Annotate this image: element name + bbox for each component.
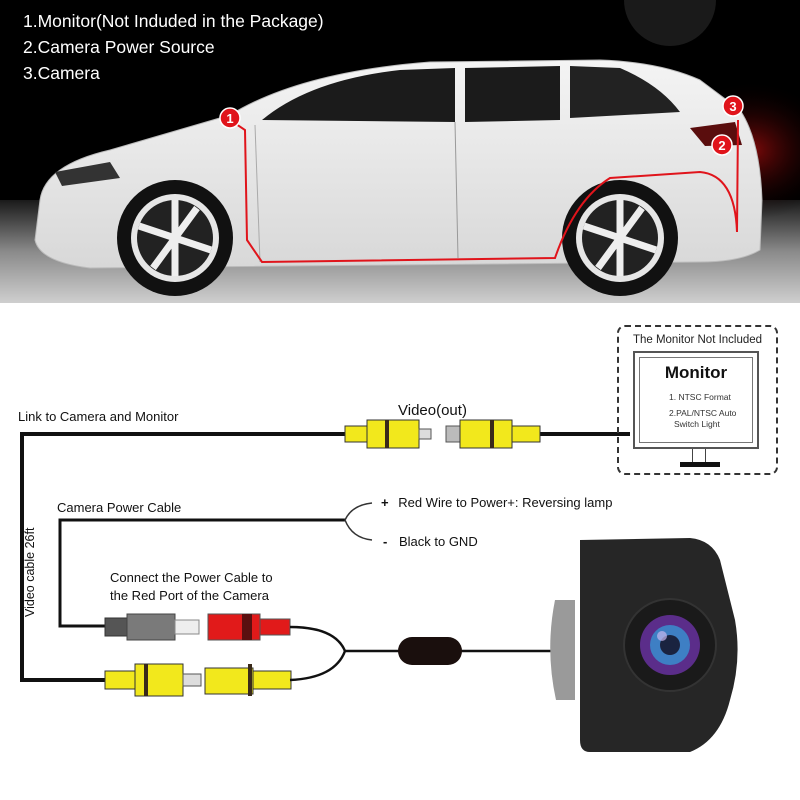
video-out-label: Video(out): [398, 402, 467, 419]
plus-symbol: +: [381, 495, 389, 510]
link-camera-monitor-label: Link to Camera and Monitor: [18, 409, 179, 424]
parts-legend: 1.Monitor(Not Induded in the Package) 2.…: [23, 8, 324, 86]
monitor-feature-1: 1. NTSC Format: [669, 392, 731, 402]
inline-filter-box: [398, 637, 462, 665]
monitor-caption: The Monitor Not Included: [632, 334, 763, 346]
svg-text:2: 2: [718, 138, 725, 153]
rca-camera-video-male: [104, 663, 202, 697]
red-power-port: [207, 613, 291, 641]
svg-text:3: 3: [729, 99, 736, 114]
monitor-feature-2: 2.PAL/NTSC Auto Switch Light: [669, 408, 737, 429]
car-photo-section: 1 2 3 1.Monitor(Not Induded in the Packa…: [0, 0, 800, 303]
car-illustration: 1 2 3: [0, 0, 800, 303]
red-wire-label: + Red Wire to Power+: Reversing lamp: [381, 495, 613, 510]
monitor-screen: Monitor 1. NTSC Format 2.PAL/NTSC Auto S…: [633, 351, 759, 449]
camera-power-cable-label: Camera Power Cable: [57, 500, 182, 515]
legend-item-monitor: 1.Monitor(Not Induded in the Package): [23, 11, 324, 31]
rca-camera-video-female: [204, 664, 292, 696]
rca-video-out-female: [445, 419, 541, 449]
gray-power-plug: [104, 613, 200, 641]
legend-item-camera: 3.Camera: [23, 63, 100, 83]
camera-image: [550, 0, 738, 752]
black-wire-label: - Black to GND: [383, 534, 478, 549]
monitor-not-included-box: The Monitor Not Included Monitor 1. NTSC…: [617, 325, 778, 475]
marker-3: 3: [722, 95, 744, 117]
rca-video-out-male: [344, 419, 432, 449]
svg-text:1: 1: [226, 111, 233, 126]
minus-symbol: -: [383, 534, 388, 549]
marker-2: 2: [711, 134, 733, 156]
legend-item-power-source: 2.Camera Power Source: [23, 37, 215, 57]
monitor-stand-base: [680, 462, 720, 467]
monitor-title: Monitor: [664, 363, 728, 382]
marker-1: 1: [219, 107, 241, 129]
video-cable-length-label: Video cable 26ft: [23, 527, 37, 617]
connect-power-note: Connect the Power Cable to the Red Port …: [110, 570, 273, 603]
